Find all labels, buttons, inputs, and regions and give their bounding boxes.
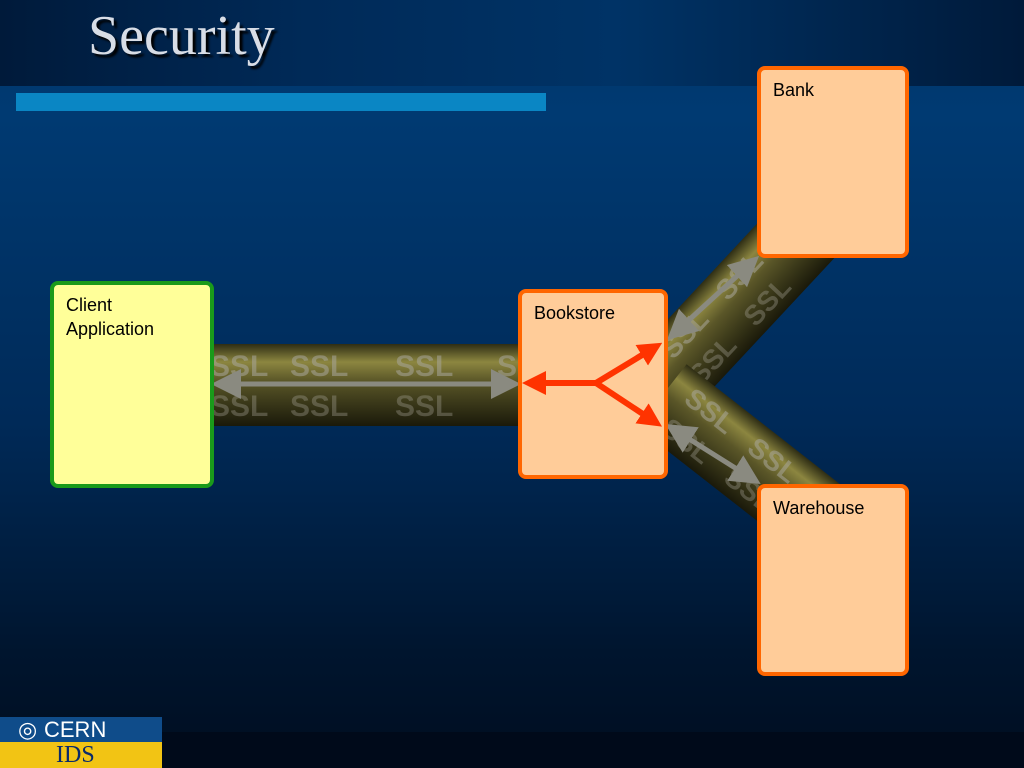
ssl-label: SSL — [395, 350, 453, 383]
ssl-arrow-bookstore-warehouse — [665, 424, 761, 484]
client-application-node: Client Application — [50, 281, 214, 488]
ssl-label: SSL — [210, 350, 268, 383]
slide-title: Security — [88, 5, 275, 67]
ssl-label: SSL — [290, 350, 348, 383]
footer-band — [0, 732, 1024, 768]
ssl-arrow-bookstore-bank — [666, 255, 760, 341]
ssl-label: SSL — [395, 390, 453, 423]
bookstore-label: Bookstore — [534, 303, 616, 323]
logo-unit-text: IDS — [56, 742, 95, 768]
bookstore-node: Bookstore — [518, 289, 668, 479]
client-application-label: Client Application — [66, 295, 155, 339]
ssl-label: SSL — [210, 390, 268, 423]
warehouse-node: Warehouse — [757, 484, 909, 676]
logo-org-text: CERN — [44, 717, 107, 742]
bank-label: Bank — [773, 80, 815, 100]
ssl-label: SSL — [290, 390, 348, 423]
bank-node: Bank — [757, 66, 909, 258]
warehouse-label: Warehouse — [773, 498, 865, 518]
cern-ids-logo: ◎ CERN IDS — [0, 717, 162, 768]
cern-emblem-icon: ◎ — [18, 717, 38, 742]
title-underline-bar — [16, 93, 546, 111]
